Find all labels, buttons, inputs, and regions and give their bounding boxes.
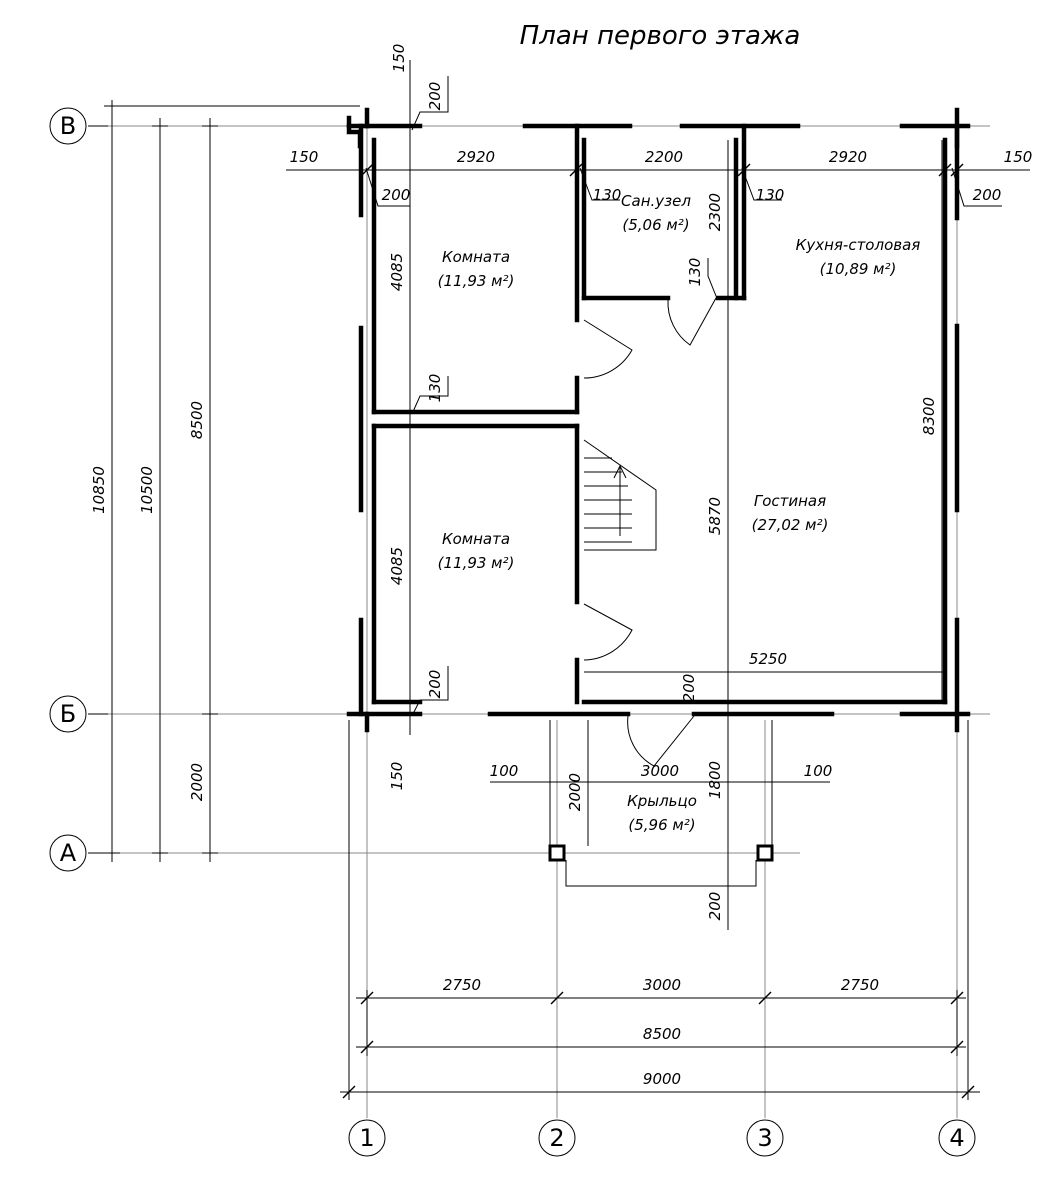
axis-marker-v — [49, 107, 87, 145]
dim-porch-3000: 3000 — [641, 762, 679, 780]
room-name-kitchen: Кухня-столовая — [796, 236, 921, 254]
dim-bot-200-b: 200 — [680, 674, 698, 703]
dim-wall-130-b: 130 — [756, 186, 785, 204]
room-area-kitchen: (10,89 м²) — [820, 260, 897, 278]
dim-left-150: 150 — [290, 148, 319, 166]
plan-title: План первого этажа — [520, 21, 801, 51]
dim-wall-130-d: 130 — [686, 258, 704, 287]
axis-label-4: 4 — [949, 1124, 964, 1152]
dim-porch-1800: 1800 — [706, 761, 724, 799]
dim-8300: 8300 — [920, 397, 938, 435]
col-axis-markers: 1 2 3 4 — [348, 1119, 976, 1157]
dim-bottom-2750-right: 2750 — [841, 976, 879, 994]
dimension-labels: 150 200 150 2920 2200 2920 150 200 200 1… — [90, 44, 1032, 1088]
axis-label-v: В — [60, 112, 76, 140]
dim-top-200: 200 — [426, 82, 444, 111]
dim-top-150: 150 — [390, 44, 408, 73]
dim-left-200: 200 — [382, 186, 411, 204]
row-axis-markers: В Б А — [49, 107, 108, 872]
dim-porch-200: 200 — [706, 892, 724, 921]
dim-8500: 8500 — [188, 401, 206, 439]
room-area-porch: (5,96 м²) — [628, 816, 695, 834]
axis-label-2: 2 — [549, 1124, 564, 1152]
dim-5250: 5250 — [749, 650, 787, 668]
dim-10850: 10850 — [90, 466, 108, 514]
room-name-bedroom-top: Комната — [442, 248, 510, 266]
room-name-porch: Крыльцо — [627, 792, 697, 810]
axis-marker-3 — [746, 1119, 784, 1157]
dim-5870: 5870 — [706, 497, 724, 535]
dim-2920-left: 2920 — [457, 148, 495, 166]
axis-marker-1 — [348, 1119, 386, 1157]
axis-label-3: 3 — [757, 1124, 772, 1152]
doors — [583, 297, 717, 767]
dim-2000: 2000 — [188, 763, 206, 801]
axis-label-b: Б — [60, 700, 76, 728]
dimension-lines — [104, 60, 1030, 1100]
porch — [548, 720, 774, 887]
room-area-bedroom-top: (11,93 м²) — [438, 272, 515, 290]
dim-2300: 2300 — [706, 193, 724, 231]
dim-bottom-9000: 9000 — [643, 1070, 681, 1088]
dim-bottom-8500: 8500 — [643, 1025, 681, 1043]
dim-wall-130-c: 130 — [426, 374, 444, 403]
dim-right-200: 200 — [973, 186, 1002, 204]
room-area-living: (27,02 м²) — [752, 516, 829, 534]
dim-4085-top: 4085 — [388, 253, 406, 291]
dim-porch-100-left: 100 — [490, 762, 519, 780]
room-area-bathroom: (5,06 м²) — [622, 216, 689, 234]
room-name-bathroom: Сан.узел — [621, 192, 691, 210]
room-area-bedroom-bottom: (11,93 м²) — [438, 554, 515, 572]
axis-marker-b — [49, 695, 87, 733]
walls — [346, 107, 971, 733]
room-labels: Комната (11,93 м²) Комната (11,93 м²) Са… — [438, 192, 921, 834]
axis-marker-2 — [538, 1119, 576, 1157]
axis-label-a: А — [60, 839, 77, 867]
stairs — [583, 439, 657, 551]
dim-wall-130-a: 130 — [593, 186, 622, 204]
dim-10500: 10500 — [138, 466, 156, 514]
dim-2200: 2200 — [645, 148, 683, 166]
dim-bot-200-a: 200 — [426, 670, 444, 699]
axis-marker-4 — [938, 1119, 976, 1157]
axis-label-1: 1 — [359, 1124, 374, 1152]
room-name-living: Гостиная — [754, 492, 826, 510]
dim-4085-bottom: 4085 — [388, 547, 406, 585]
dim-bot-150: 150 — [388, 762, 406, 791]
room-name-bedroom-bottom: Комната — [442, 530, 510, 548]
dim-2920-right: 2920 — [829, 148, 867, 166]
dim-bottom-2750-left: 2750 — [443, 976, 481, 994]
dim-bottom-3000: 3000 — [643, 976, 681, 994]
dim-porch-100-right: 100 — [804, 762, 833, 780]
dim-right-150: 150 — [1004, 148, 1033, 166]
axis-marker-a — [49, 834, 87, 872]
dim-porch-2000: 2000 — [566, 773, 584, 811]
